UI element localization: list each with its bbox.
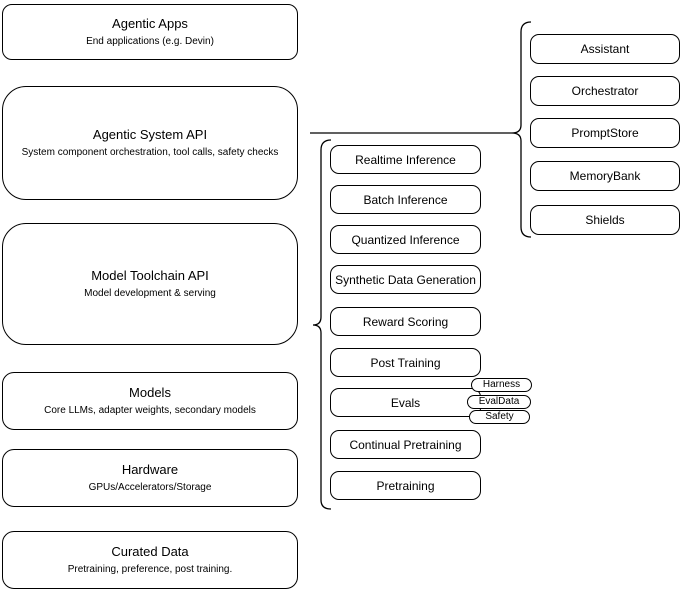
node-model-toolchain-api: Model Toolchain API Model development & … — [2, 223, 298, 345]
node-models: Models Core LLMs, adapter weights, secon… — [2, 372, 298, 430]
node-subtitle: GPUs/Accelerators/Storage — [88, 482, 212, 493]
node-memorybank: MemoryBank — [530, 161, 680, 191]
node-label: Quantized Inference — [351, 232, 460, 247]
node-label: Synthetic Data Generation — [335, 272, 476, 287]
node-agentic-system-api: Agentic System API System component orch… — [2, 86, 298, 200]
node-batch-inference: Batch Inference — [330, 185, 481, 214]
node-curated-data: Curated Data Pretraining, preference, po… — [2, 531, 298, 589]
node-title: Agentic System API — [92, 127, 208, 142]
node-shields: Shields — [530, 205, 680, 235]
node-reward-scoring: Reward Scoring — [330, 307, 481, 336]
brace-system-components-group — [511, 21, 532, 238]
tag-safety: Safety — [469, 410, 530, 424]
node-label: Pretraining — [376, 478, 435, 493]
node-subtitle: Model development & serving — [84, 288, 216, 299]
node-quantized-inference: Quantized Inference — [330, 225, 481, 254]
tag-harness: Harness — [471, 378, 532, 392]
node-continual-pretraining: Continual Pretraining — [330, 430, 481, 459]
node-label: Batch Inference — [363, 192, 448, 207]
node-label: Shields — [585, 213, 625, 227]
node-synthetic-data-generation: Synthetic Data Generation — [330, 265, 481, 294]
node-hardware: Hardware GPUs/Accelerators/Storage — [2, 449, 298, 507]
tag-label: Harness — [482, 379, 521, 390]
node-post-training: Post Training — [330, 348, 481, 377]
node-title: Agentic Apps — [112, 16, 188, 31]
node-subtitle: System component orchestration, tool cal… — [21, 147, 279, 158]
node-title: Models — [129, 385, 171, 400]
node-agentic-apps: Agentic Apps End applications (e.g. Devi… — [2, 4, 298, 60]
node-realtime-inference: Realtime Inference — [330, 145, 481, 174]
tag-label: EvalData — [478, 396, 520, 407]
brace-toolchain-group — [312, 139, 332, 510]
node-label: PromptStore — [571, 126, 639, 140]
node-title: Model Toolchain API — [91, 268, 209, 283]
node-label: Reward Scoring — [362, 314, 449, 329]
node-label: MemoryBank — [569, 169, 641, 183]
node-title: Hardware — [121, 462, 179, 477]
node-label: Post Training — [370, 355, 441, 370]
node-label: Evals — [390, 395, 421, 410]
node-subtitle: Pretraining, preference, post training. — [67, 564, 233, 575]
tag-label: Safety — [485, 411, 514, 422]
tag-evaldata: EvalData — [467, 395, 531, 409]
node-assistant: Assistant — [530, 34, 680, 64]
node-label: Continual Pretraining — [349, 437, 462, 452]
node-orchestrator: Orchestrator — [530, 76, 680, 106]
node-pretraining: Pretraining — [330, 471, 481, 500]
node-promptstore: PromptStore — [530, 118, 680, 148]
node-evals: Evals — [330, 388, 481, 417]
node-label: Assistant — [580, 42, 630, 56]
node-subtitle: Core LLMs, adapter weights, secondary mo… — [44, 405, 256, 416]
node-label: Realtime Inference — [355, 152, 456, 167]
node-label: Orchestrator — [571, 84, 639, 98]
node-title: Curated Data — [111, 544, 189, 559]
node-subtitle: End applications (e.g. Devin) — [86, 36, 214, 47]
